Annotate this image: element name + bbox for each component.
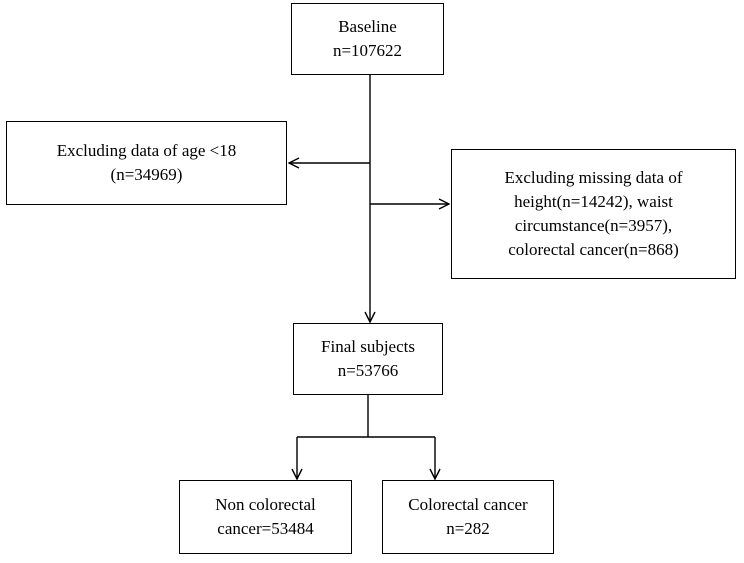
baseline-title: Baseline — [338, 17, 397, 36]
colorectal-title: Colorectal cancer — [408, 495, 528, 514]
missing-data-line-3: circumstance(n=3957), — [514, 216, 673, 235]
missing-data-line-4: colorectal cancer(n=868) — [508, 240, 679, 259]
final-subjects-count: n=53766 — [337, 361, 399, 380]
missing-data-line-1: Excluding missing data of — [504, 168, 683, 187]
age-exclusion-box: Excluding data of age <18 (n=34969) — [6, 121, 287, 205]
colorectal-count: n=282 — [446, 519, 490, 538]
final-subjects-title: Final subjects — [321, 337, 415, 356]
colorectal-box: Colorectal cancer n=282 — [382, 480, 554, 554]
non-colorectal-count: cancer=53484 — [217, 519, 314, 538]
age-exclusion-count: (n=34969) — [110, 165, 183, 184]
missing-data-exclusion-box: Excluding missing data of height(n=14242… — [451, 149, 736, 279]
final-subjects-box: Final subjects n=53766 — [293, 323, 443, 395]
age-exclusion-text: Excluding data of age <18 — [56, 141, 237, 160]
non-colorectal-title: Non colorectal — [215, 495, 316, 514]
baseline-box: Baseline n=107622 — [291, 3, 444, 75]
baseline-count: n=107622 — [332, 41, 403, 60]
non-colorectal-box: Non colorectal cancer=53484 — [179, 480, 352, 554]
missing-data-line-2: height(n=14242), waist — [514, 192, 673, 211]
